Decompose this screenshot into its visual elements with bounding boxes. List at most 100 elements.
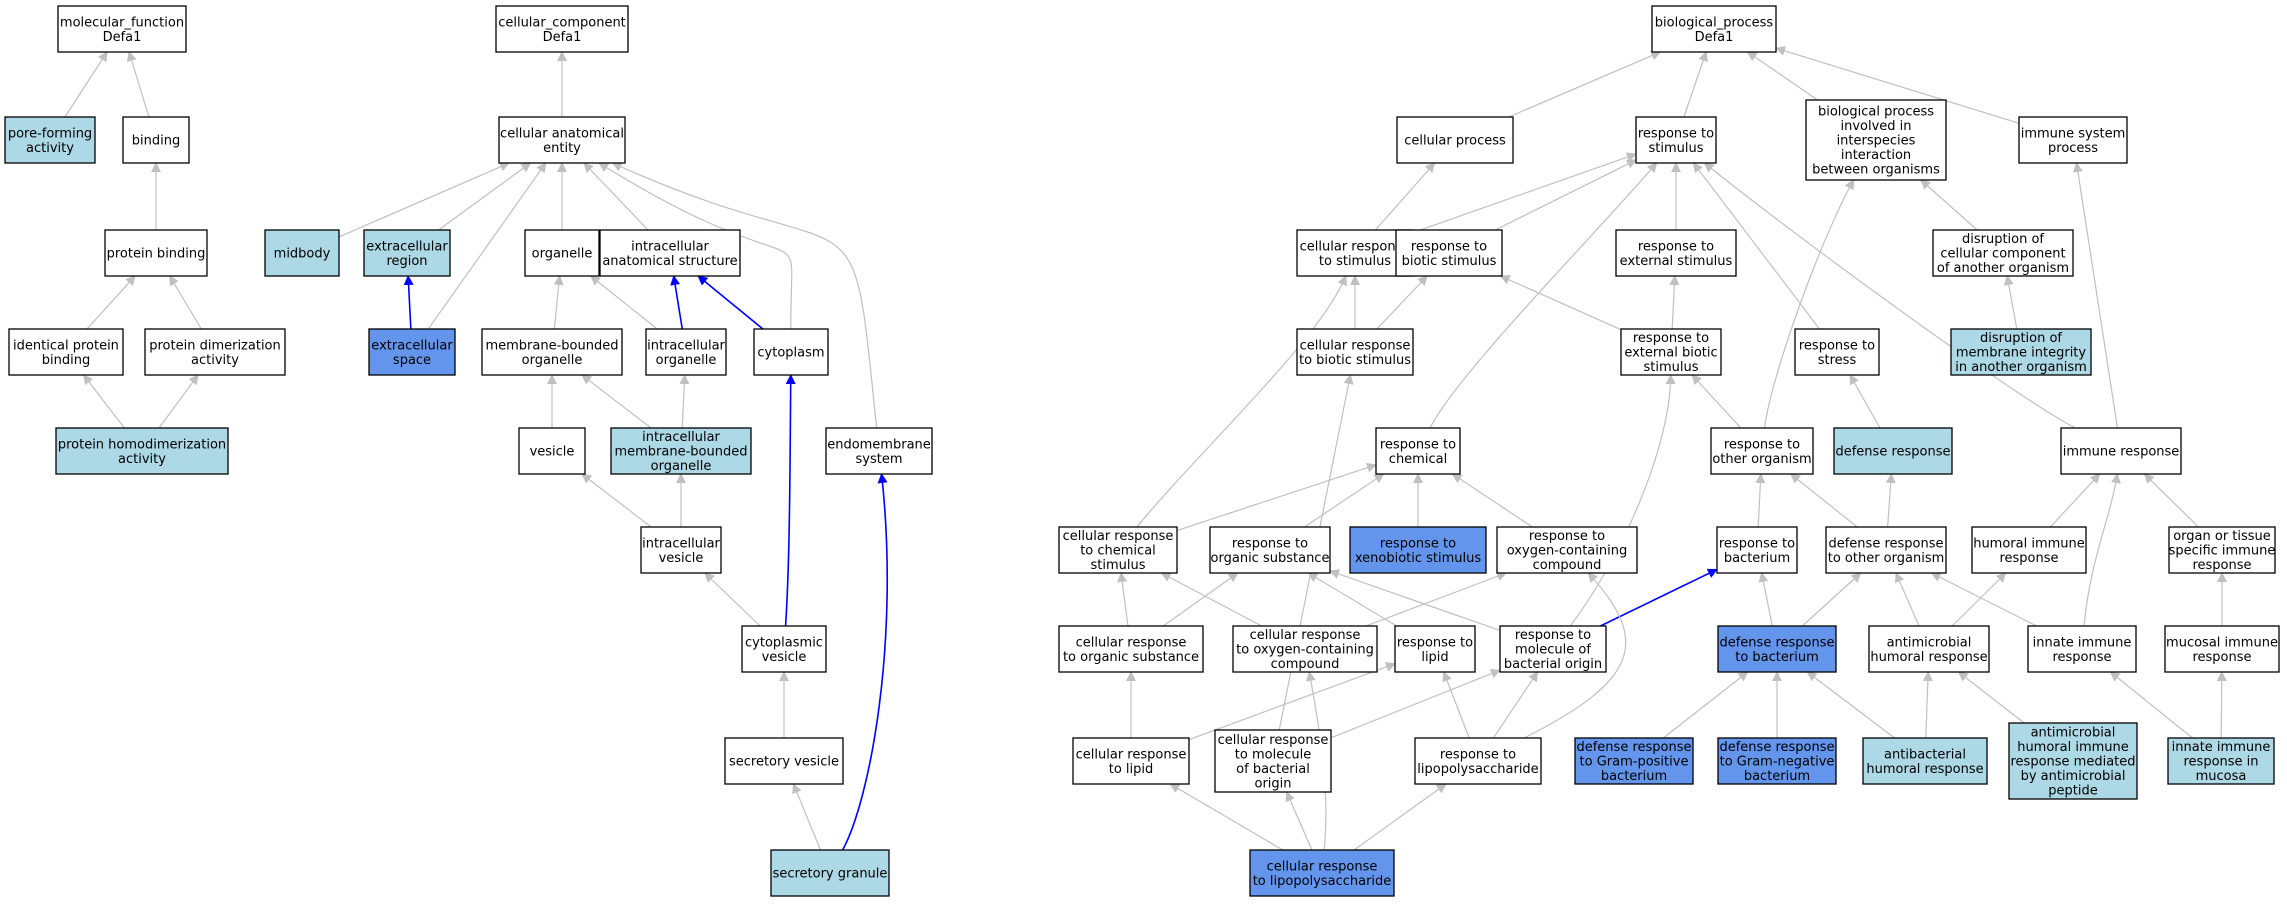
node-label: extracellular [371, 338, 453, 353]
node-secgran[interactable]: secretory granule [770, 849, 890, 897]
node-box [825, 427, 933, 475]
node-vesicle[interactable]: vesicle [518, 427, 586, 475]
node-label: region [386, 254, 427, 269]
edge-innmuc-to-mucosal [2216, 671, 2227, 739]
edge-amhr-to-drtoo [1894, 572, 1920, 627]
node-label: Defa1 [543, 30, 582, 45]
edge-rtmbo-to-rtbact [1600, 568, 1718, 627]
node-label: antimicrobial [1887, 635, 1972, 650]
node-midbody[interactable]: midbody [264, 229, 340, 277]
edge-crtos-to-rtos [1162, 572, 1239, 627]
node-organelle[interactable]: organelle [524, 229, 600, 277]
node-label: membrane integrity [1956, 346, 2087, 361]
node-label: entity [543, 141, 581, 156]
node-box [1710, 427, 1814, 475]
node-box [1615, 229, 1737, 277]
node-box [363, 229, 451, 277]
edge-rtbs-to-rts [1494, 159, 1637, 231]
node-cytoplasm[interactable]: cytoplasm [753, 328, 829, 376]
node-box [122, 116, 190, 164]
edge-immresp-to-immsys [2072, 162, 2119, 429]
node-label: response to [1380, 437, 1456, 452]
edge-crtocc-to-rtocc [1365, 571, 1508, 627]
node-cellproc[interactable]: cellular process [1396, 116, 1514, 164]
node-defresp[interactable]: defense response [1833, 427, 1953, 475]
node-label: by antimicrobial [2021, 769, 2126, 784]
node-protein_binding[interactable]: protein binding [104, 229, 208, 277]
node-label: extracellular [366, 239, 448, 254]
node-binding[interactable]: binding [122, 116, 190, 164]
edge-organimm-to-immresp [2143, 473, 2199, 528]
node-label: defense response [1576, 740, 1691, 755]
node-box [1349, 526, 1487, 574]
edge-secgran-to-secves [792, 783, 822, 851]
node-box [2060, 427, 2182, 475]
node-label: cellular response [1076, 635, 1187, 650]
node-box [1296, 229, 1414, 277]
node-label: midbody [274, 247, 331, 262]
edge-rtlps-to-rtmbo [1492, 671, 1539, 739]
node-immresp[interactable]: immune response [2060, 427, 2182, 475]
node-secves[interactable]: secretory vesicle [724, 737, 844, 785]
node-label: antibacterial [1884, 747, 1966, 762]
node-label: response in [2183, 755, 2258, 770]
edge-imbo-to-mbo [581, 374, 652, 429]
node-box [1499, 625, 1607, 673]
